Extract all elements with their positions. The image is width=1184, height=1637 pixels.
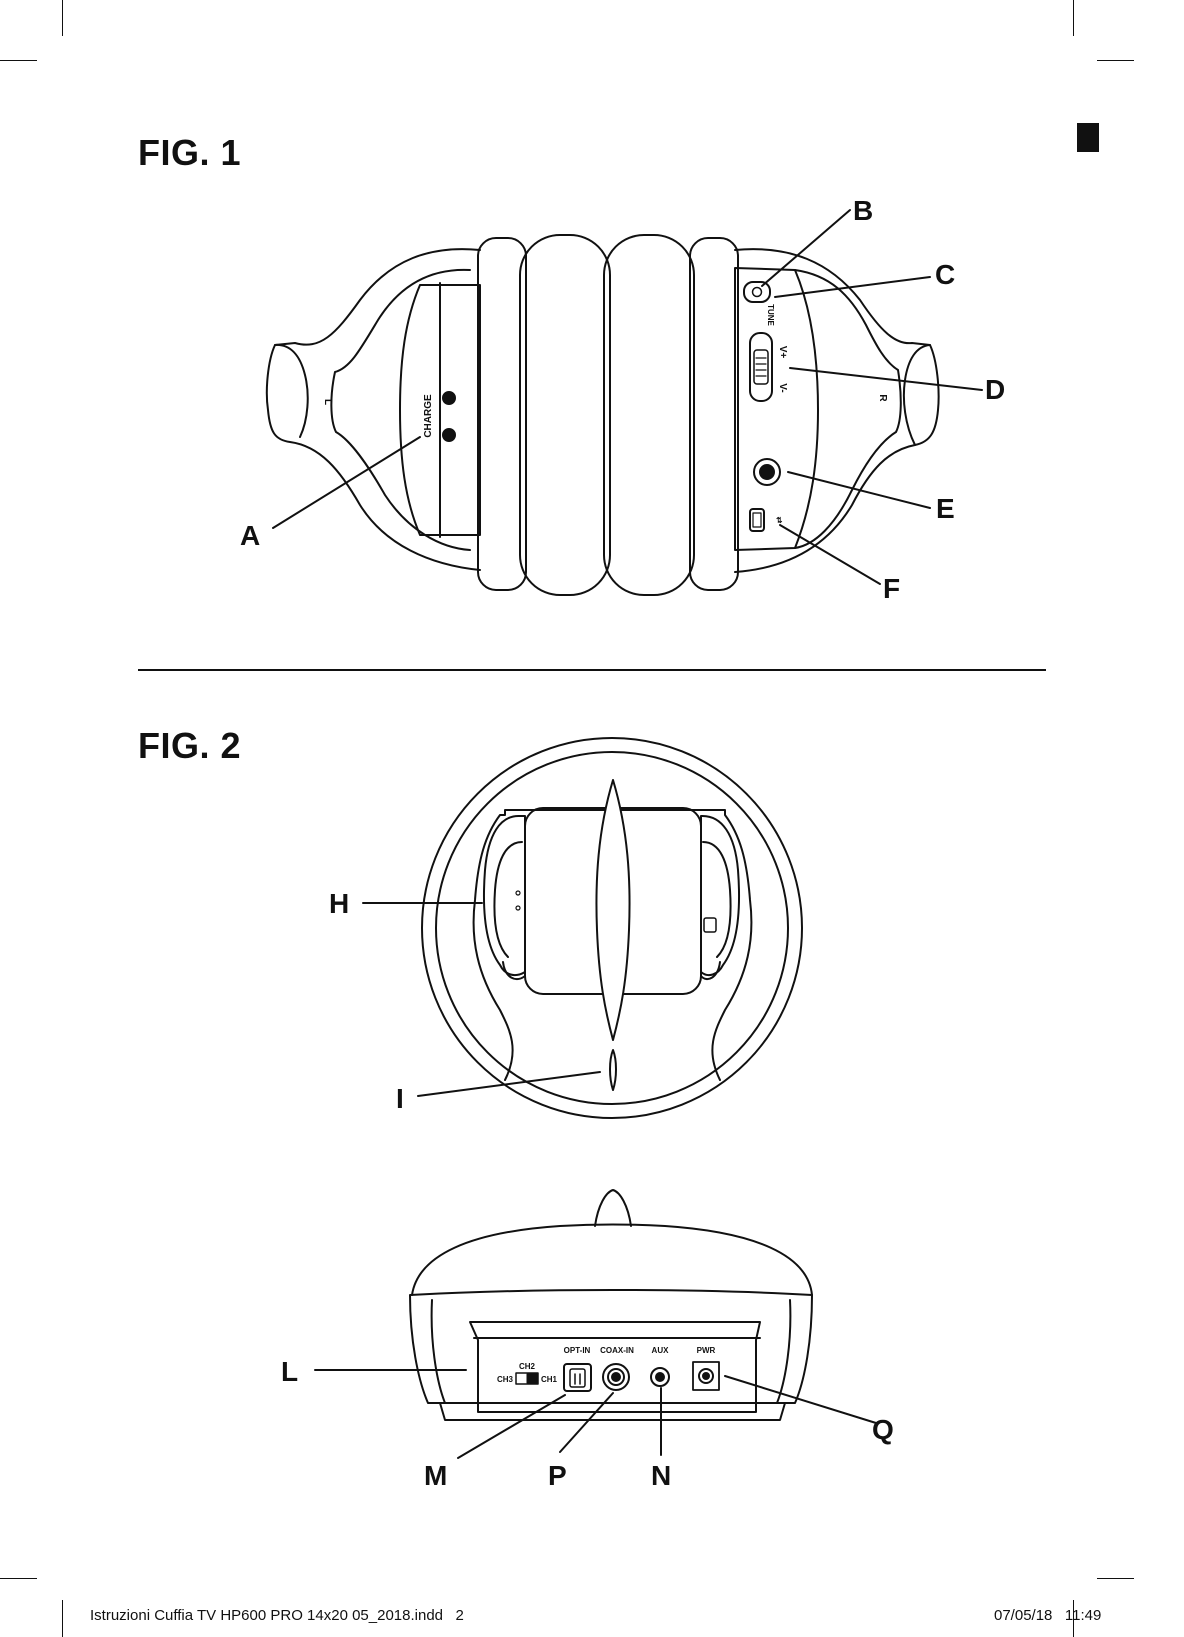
status-led-2 [516,906,520,910]
usb-symbol: ⇄ [775,517,784,524]
usb-port [750,509,764,531]
footer-time: 11:49 [1065,1607,1101,1624]
right-headband [735,249,939,572]
callout-b: B [853,195,873,226]
callout-a: A [240,520,260,551]
power-button [744,282,770,302]
right-earcup-body [735,268,818,550]
tune-label: TUNE [766,304,775,326]
status-led-1 [516,891,520,895]
coax-in-label: COAX-IN [600,1346,634,1355]
right-earcup-ring [690,238,738,590]
indicator-light [610,1050,616,1090]
charge-led-1 [443,392,455,404]
ch2-label: CH2 [519,1362,536,1371]
callout-c: C [935,259,955,290]
callout-p: P [548,1460,567,1491]
opt-in-label: OPT-IN [564,1346,591,1355]
antenna [596,780,629,1040]
left-headband [267,249,480,570]
callout-m: M [424,1460,447,1491]
callout-d: D [985,374,1005,405]
left-side-label: L [322,399,333,405]
charge-led-2 [443,429,455,441]
callout-i: I [396,1083,404,1114]
footer-page: 2 [456,1607,464,1624]
callout-h: H [329,888,349,919]
footer-datetime: 07/05/18 11:49 [994,1607,1101,1624]
base-station-top-view [422,738,802,1118]
base-station-rear-view [410,1190,812,1420]
left-earcup-ring [478,238,526,590]
connector-panel [470,1322,760,1412]
vol-up-label: V+ [777,346,788,359]
right-ear-cushion [604,235,694,595]
ch1-label: CH1 [541,1375,558,1384]
left-ear-cushion [520,235,610,595]
footer-file: Istruzioni Cuffia TV HP600 PRO 14x20 05_… [90,1607,443,1624]
callout-f: F [883,573,900,604]
vol-down-label: V- [777,383,788,392]
callout-e: E [936,493,955,524]
right-side-label: R [877,394,888,402]
callout-n: N [651,1460,671,1491]
callout-q: Q [872,1414,894,1445]
callout-l: L [281,1356,298,1387]
charge-label: CHARGE [423,394,434,438]
ch3-label: CH3 [497,1375,514,1384]
footer-date: 07/05/18 [994,1607,1052,1624]
pwr-label: PWR [697,1346,716,1355]
footer-filename: Istruzioni Cuffia TV HP600 PRO 14x20 05_… [90,1607,464,1624]
aux-label: AUX [652,1346,670,1355]
